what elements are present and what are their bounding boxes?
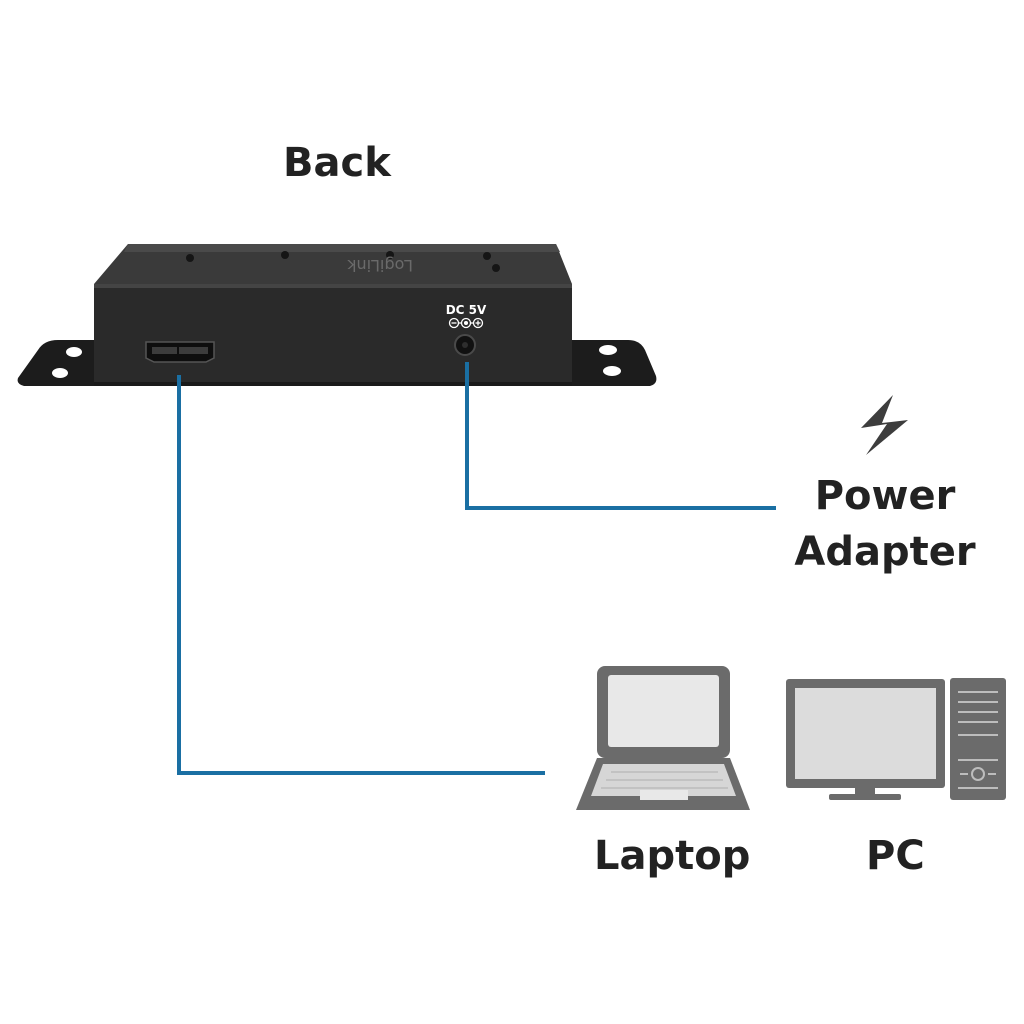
laptop-label: Laptop (594, 833, 751, 879)
bracket-hole (52, 368, 68, 378)
pc-label: PC (866, 833, 925, 879)
pc-tower (950, 678, 1006, 800)
hub-top-face (94, 244, 572, 284)
desktop-pc-icon (786, 678, 1006, 800)
diagram-title: Back (283, 140, 391, 186)
power-adapter-label: Power Adapter (790, 468, 980, 580)
dc-power-jack (454, 334, 476, 356)
power-cable (465, 362, 776, 510)
power-adapter-label-line1: Power (814, 473, 956, 519)
power-adapter-label-line2: Adapter (794, 529, 976, 575)
left-mounting-bracket (17, 340, 101, 386)
device-logo: LogiLink (346, 256, 413, 275)
led-indicator (281, 251, 289, 259)
polarity-symbol-icon (448, 317, 484, 329)
laptop-icon (576, 666, 750, 810)
led-indicator (186, 254, 194, 262)
dc-voltage-label: DC 5V (446, 303, 487, 317)
usb-micro-b-port (145, 341, 215, 363)
bracket-hole (66, 347, 82, 357)
led-indicator (483, 252, 491, 260)
usb-cable-to-laptop (177, 375, 545, 775)
cables (177, 362, 776, 775)
hub-front-face (94, 284, 572, 386)
led-indicator (386, 251, 394, 259)
lightning-bolt-icon (861, 395, 908, 455)
led-indicator (492, 264, 500, 272)
usb-hub-device: LogiLink DC 5V (17, 244, 657, 386)
bracket-hole (599, 345, 617, 355)
bracket-hole (603, 366, 621, 376)
right-mounting-bracket (570, 340, 657, 386)
